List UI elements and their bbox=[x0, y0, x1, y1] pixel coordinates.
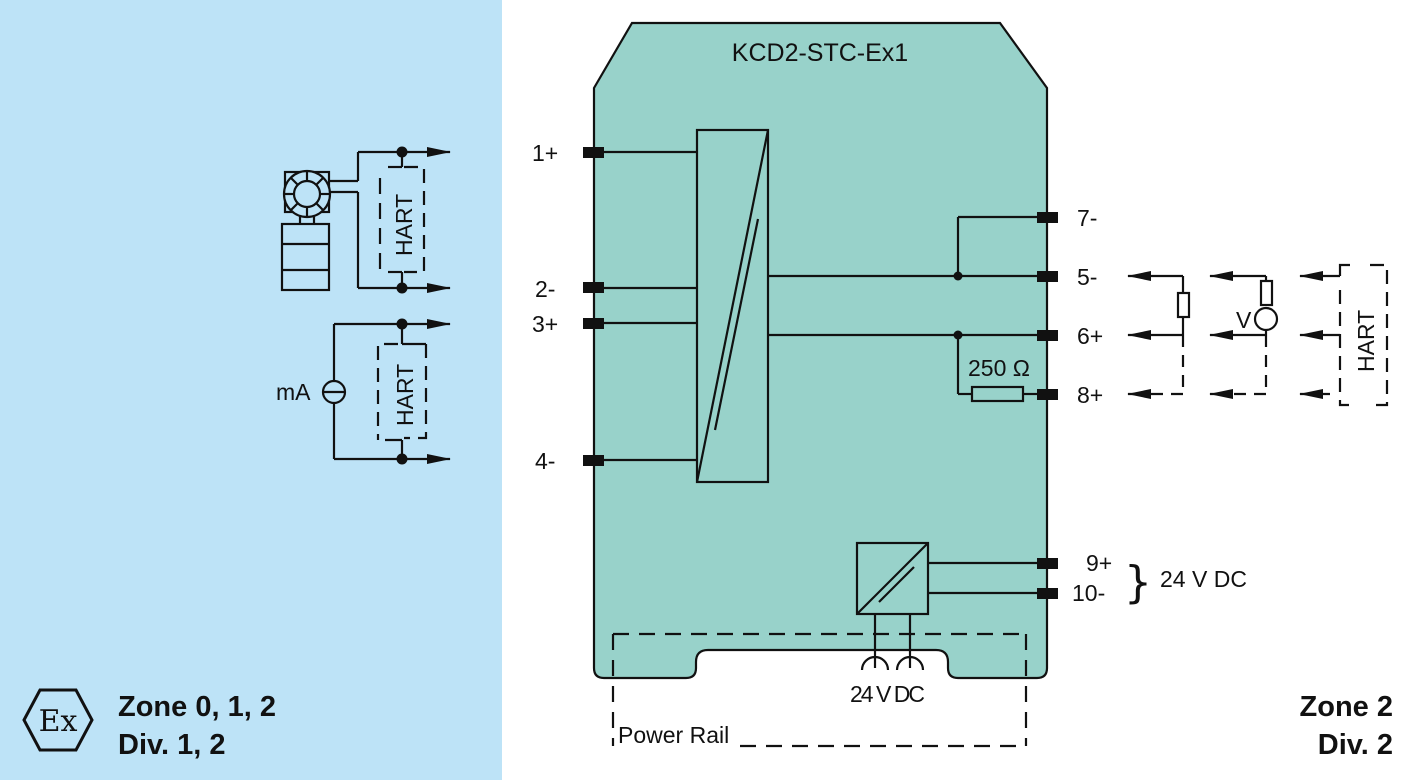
hazardous-area-panel bbox=[0, 0, 502, 780]
terminal-5[interactable] bbox=[1037, 271, 1058, 282]
hart-label-bottom: HART bbox=[392, 364, 418, 426]
voltmeter-label: V bbox=[1236, 307, 1252, 333]
ex-hexagon-icon bbox=[22, 688, 94, 752]
voltage-source-icon bbox=[1209, 271, 1279, 399]
hart-label-right: HART bbox=[1353, 310, 1379, 372]
terminal-6[interactable] bbox=[1037, 330, 1058, 341]
power-rail-voltage-label: 24 V DC bbox=[850, 681, 924, 707]
output-terminals bbox=[768, 212, 1058, 403]
terminal-label-4: 4- bbox=[535, 448, 555, 474]
terminal-label-7: 7- bbox=[1077, 205, 1097, 231]
input-terminals bbox=[583, 147, 697, 466]
terminal-9[interactable] bbox=[1037, 558, 1058, 569]
transmitter-icon bbox=[280, 152, 360, 292]
terminal-label-2: 2- bbox=[535, 276, 555, 302]
safe-zone-label: Zone 2 bbox=[1300, 691, 1393, 723]
power-rail-outline bbox=[611, 632, 1028, 748]
brace-icon: } bbox=[1124, 557, 1152, 608]
resistor-label: 250 Ω bbox=[968, 355, 1030, 381]
hart-modem-bottom-icon bbox=[376, 324, 428, 459]
safe-division-label: Div. 2 bbox=[1318, 729, 1393, 761]
terminal-1[interactable] bbox=[583, 147, 604, 158]
module-title: KCD2-STC-Ex1 bbox=[732, 39, 908, 67]
supply-voltage-label: 24 V DC bbox=[1160, 566, 1247, 592]
terminal-10[interactable] bbox=[1037, 588, 1058, 599]
terminal-label-6: 6+ bbox=[1077, 323, 1103, 349]
ex-symbol: Ex bbox=[39, 704, 78, 739]
terminal-7[interactable] bbox=[1037, 212, 1058, 223]
terminal-label-10: 10- bbox=[1072, 580, 1105, 606]
module-housing bbox=[592, 21, 1049, 680]
terminal-label-3: 3+ bbox=[532, 311, 558, 337]
hazardous-zone-label: Zone 0, 1, 2 bbox=[118, 691, 276, 723]
isolation-block-icon bbox=[695, 128, 770, 484]
terminal-label-9: 9+ bbox=[1086, 550, 1112, 576]
terminal-label-8: 8+ bbox=[1077, 382, 1103, 408]
resistor-load-icon bbox=[1127, 271, 1191, 399]
terminal-4[interactable] bbox=[583, 455, 604, 466]
hart-label-top: HART bbox=[391, 194, 417, 256]
current-source-label: mA bbox=[276, 379, 311, 405]
dc-dc-converter-icon bbox=[855, 541, 1037, 671]
hart-modem-top-icon bbox=[378, 152, 426, 288]
current-source-icon bbox=[321, 324, 347, 459]
power-rail-label: Power Rail bbox=[618, 722, 729, 748]
terminal-3[interactable] bbox=[583, 318, 604, 329]
terminal-8[interactable] bbox=[1037, 389, 1058, 400]
terminal-label-5: 5- bbox=[1077, 264, 1097, 290]
terminal-2[interactable] bbox=[583, 282, 604, 293]
hazardous-division-label: Div. 1, 2 bbox=[118, 729, 225, 761]
terminal-label-1: 1+ bbox=[532, 140, 558, 166]
hart-device-right-icon bbox=[1299, 263, 1389, 407]
